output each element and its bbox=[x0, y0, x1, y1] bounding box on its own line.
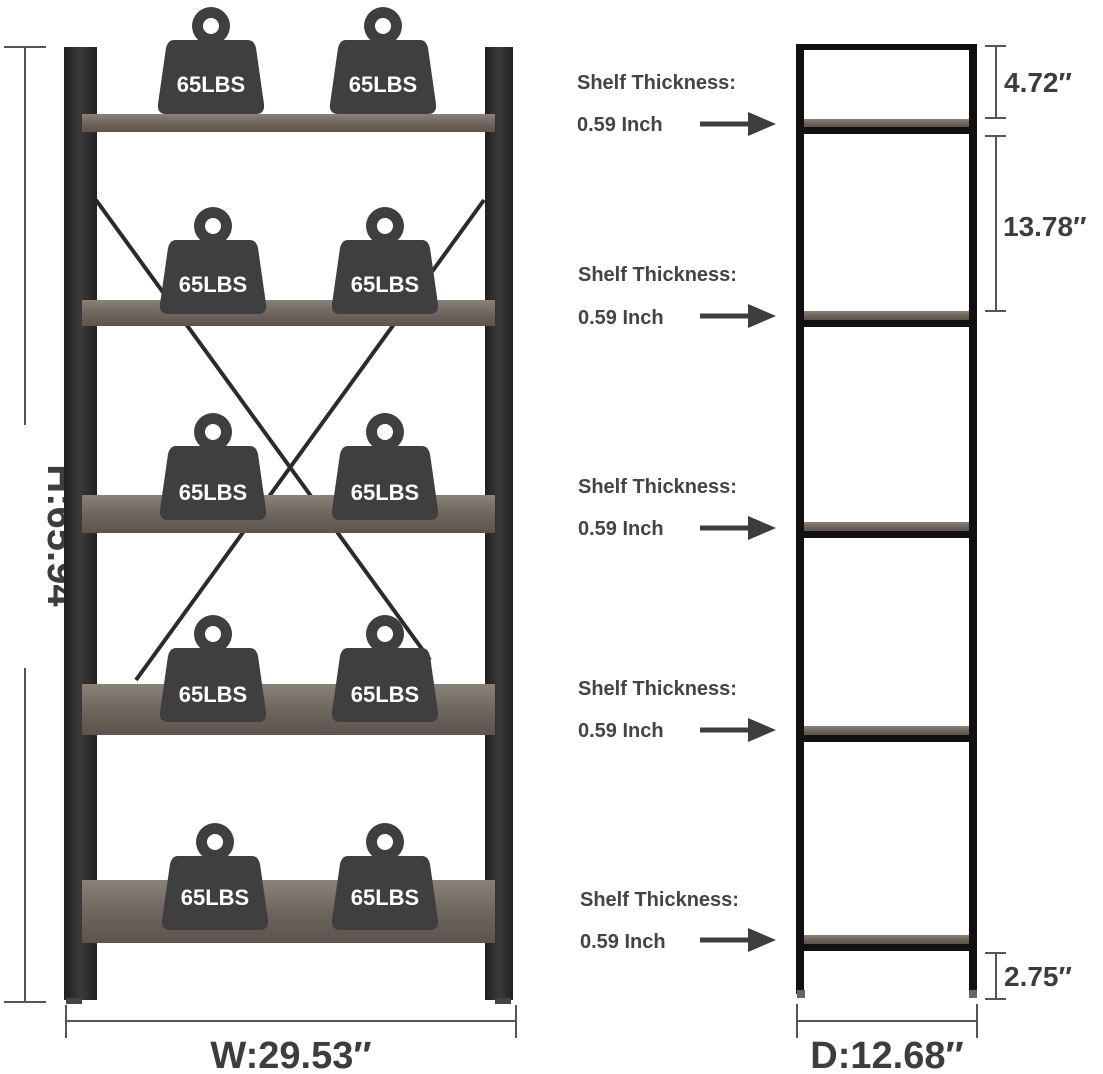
side-shelf bbox=[804, 522, 969, 531]
side-shelf-rail bbox=[804, 531, 969, 538]
height-dimension-line bbox=[4, 46, 46, 1003]
weight-label: 65LBS bbox=[351, 885, 419, 910]
weight-icon: 65LBS bbox=[159, 615, 267, 722]
width-dimension-line bbox=[65, 1005, 517, 1038]
weight-label: 65LBS bbox=[179, 480, 247, 505]
weight-icon: 65LBS bbox=[159, 207, 267, 314]
side-shelf-rail bbox=[804, 944, 969, 951]
side-shelf-rail bbox=[804, 127, 969, 134]
thickness-callout-2: Shelf Thickness: 0.59 Inch bbox=[578, 264, 776, 329]
weight-icon: 65LBS bbox=[161, 823, 269, 930]
shelf-gap-label: 13.78″ bbox=[1003, 211, 1086, 242]
weight-icon: 65LBS bbox=[331, 207, 439, 314]
front-shelf bbox=[82, 114, 495, 132]
weight-label: 65LBS bbox=[181, 885, 249, 910]
weight-label: 65LBS bbox=[351, 682, 419, 707]
weight-icon: 65LBS bbox=[331, 823, 439, 930]
weight-label: 65LBS bbox=[349, 72, 417, 97]
weight-label: 65LBS bbox=[351, 480, 419, 505]
depth-dimension-line bbox=[796, 1004, 978, 1038]
thickness-title: Shelf Thickness: bbox=[578, 476, 737, 498]
side-shelf bbox=[804, 726, 969, 735]
front-view: H:65.94″ W:29.53″ 65LBS bbox=[4, 7, 517, 1074]
top-gap-dimension-line bbox=[985, 45, 1006, 119]
thickness-callout-4: Shelf Thickness: 0.59 Inch bbox=[578, 678, 776, 742]
thickness-value: 0.59 Inch bbox=[578, 307, 664, 329]
shelf-gap-dimension-line bbox=[985, 135, 1006, 312]
right-foot bbox=[495, 998, 511, 1004]
bottom-clearance-dimension-line bbox=[985, 952, 1006, 1000]
thickness-value: 0.59 Inch bbox=[578, 720, 664, 742]
weight-icon: 65LBS bbox=[331, 615, 439, 722]
side-view: 4.72″ 13.78″ 2.75″ D:12.68″ Shelf Thickn… bbox=[577, 44, 1086, 1074]
side-shelf-rail bbox=[804, 320, 969, 327]
weight-icon: 65LBS bbox=[329, 7, 437, 114]
thickness-title: Shelf Thickness: bbox=[578, 264, 737, 286]
thickness-title: Shelf Thickness: bbox=[578, 678, 737, 700]
side-shelf bbox=[804, 119, 969, 127]
right-arrow-icon bbox=[700, 304, 776, 328]
side-frame bbox=[796, 44, 977, 994]
thickness-callout-5: Shelf Thickness: 0.59 Inch bbox=[580, 889, 776, 953]
thickness-value: 0.59 Inch bbox=[580, 931, 666, 953]
side-shelves bbox=[804, 119, 969, 951]
weight-label: 65LBS bbox=[177, 72, 245, 97]
thickness-title: Shelf Thickness: bbox=[580, 889, 739, 911]
top-gap-label: 4.72″ bbox=[1004, 67, 1072, 98]
side-foot bbox=[797, 990, 805, 998]
side-shelf bbox=[804, 311, 969, 320]
front-shelves bbox=[82, 114, 495, 943]
thickness-title: Shelf Thickness: bbox=[577, 72, 736, 94]
right-arrow-icon bbox=[700, 928, 776, 952]
weight-label: 65LBS bbox=[179, 272, 247, 297]
thickness-callout-1: Shelf Thickness: 0.59 Inch bbox=[577, 72, 776, 136]
weight-label: 65LBS bbox=[351, 272, 419, 297]
right-arrow-icon bbox=[700, 112, 776, 136]
width-label: W:29.53″ bbox=[210, 1035, 371, 1074]
left-foot bbox=[66, 998, 82, 1004]
side-foot bbox=[969, 990, 977, 998]
thickness-value: 0.59 Inch bbox=[578, 518, 664, 540]
weight-icon: 65LBS bbox=[159, 413, 267, 520]
weight-icon: 65LBS bbox=[157, 7, 265, 114]
thickness-callout-3: Shelf Thickness: 0.59 Inch bbox=[578, 476, 776, 540]
depth-label: D:12.68″ bbox=[810, 1035, 963, 1074]
bottom-clearance-label: 2.75″ bbox=[1004, 961, 1072, 992]
side-shelf bbox=[804, 935, 969, 944]
side-shelf-rail bbox=[804, 735, 969, 742]
thickness-value: 0.59 Inch bbox=[577, 114, 663, 136]
right-arrow-icon bbox=[700, 718, 776, 742]
right-arrow-icon bbox=[700, 516, 776, 540]
weight-icon: 65LBS bbox=[331, 413, 439, 520]
weight-label: 65LBS bbox=[179, 682, 247, 707]
